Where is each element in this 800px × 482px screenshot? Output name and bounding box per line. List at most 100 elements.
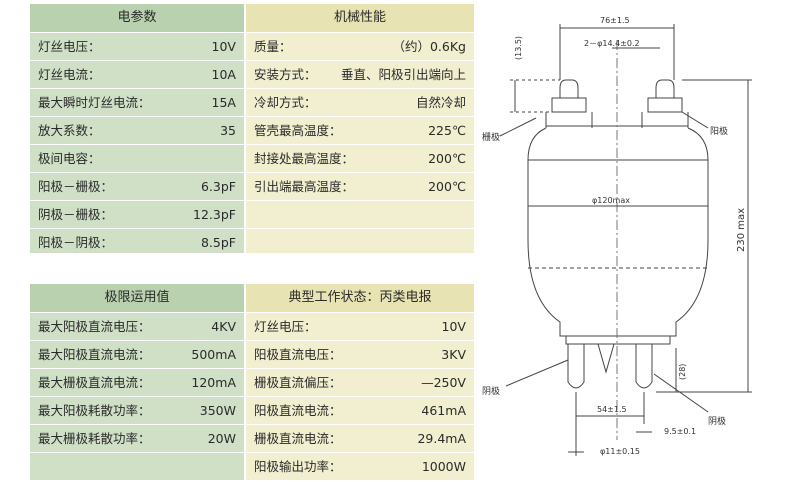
left-top-terminal [559,79,579,99]
row-value: —250V [421,375,466,390]
row-value: 225℃ [428,123,466,138]
center-tip [597,343,615,374]
row-label: 管壳最高温度： [254,123,342,138]
row-label: 最大阳极直流电压： [38,319,151,334]
left-terminal-ring [551,97,587,113]
row-label: 栅极直流电流： [254,431,342,446]
table-row: 阳极直流电流： 461mA [246,396,474,424]
left-cathode-pin [567,344,585,389]
row-label: 阳极输出功率： [254,459,342,474]
table-row: 极间电容： [30,144,244,172]
dim-top-holes: 2－φ14.4±0.2 [584,39,640,48]
table-row: 最大阳极直流电压： 4KV [30,312,244,340]
row-label: 最大阳极直流电流： [38,347,151,362]
table-row: 阳极输出功率： 1000W [246,452,474,480]
dim-top-width: 76±1.5 [600,16,630,25]
row-value: 200℃ [428,179,466,194]
row-label: 极间电容： [38,151,101,166]
tube-base [565,335,671,345]
row-value: 20W [207,431,236,446]
row-value: 461mA [421,403,466,418]
row-value: 10A [211,67,236,82]
table-row: 栅极直流电流： 29.4mA [246,424,474,452]
table-row: 最大阳极直流电流： 500mA [30,340,244,368]
row-value: 350W [199,403,236,418]
dim-side-pin: 9.5±0.1 [664,427,696,436]
row-value: 4KV [211,319,236,334]
right-top-terminal [655,79,675,99]
table-row: 引出端最高温度： 200℃ [246,172,474,200]
row-value: 1000W [421,459,466,474]
table-row: 最大阳极耗散功率： 350W [30,396,244,424]
row-value: 120mA [191,375,236,390]
table-row: 封接处最高温度：200℃ [246,144,474,172]
label-grid: 栅极 [482,131,500,143]
table-row: 冷却方式： 自然冷却 [246,88,474,116]
row-value: 500mA [191,347,236,362]
dim-pin-length: (28) [678,364,687,380]
row-label: 最大瞬时灯丝电流： [38,95,151,110]
row-label: 质量： [254,39,292,54]
table-row: 阴极－栅极：12.3pF [30,200,244,228]
row-value: 垂直、阳极引出端向上 [340,67,466,82]
table-row: 灯丝电压： 10V [246,312,474,340]
row-label: 安装方式： [254,67,317,82]
typical-operation-table: 典型工作状态：丙类电报 灯丝电压： 10V 阳极直流电压： 3KV 栅极直流偏压： —25… [246,284,474,480]
right-cathode-pin [635,344,653,389]
label-anode: 阳极 [710,125,728,137]
table-row: 放大系数： 35 [30,116,244,144]
dim-body-diameter: φ120max [592,196,630,205]
row-value: （约）0.6Kg [392,39,466,54]
table-row: 灯丝电压： 10V [30,32,244,60]
row-value: 自然冷却 [415,95,466,110]
row-value: 10V [441,319,466,334]
table-row: 安装方式： 垂直、阳极引出端向上 [246,60,474,88]
row-value: 35 [220,123,236,138]
table-row: 管壳最高温度： 225℃ [246,116,474,144]
dim-pin-diameter: φ11±0.15 [600,447,640,456]
right-terminal-ring [647,97,683,113]
tube-outline-drawing: 76±1.5 2－φ14.4±0.2 (13.5) φ120max 230 ma… [482,16,752,456]
table-row: 最大栅极耗散功率：20W [30,424,244,452]
table-row [246,228,474,256]
row-label: 放大系数： [38,123,101,138]
row-value: 6.3pF [200,179,236,194]
electrical-params-rows: 灯丝电压： 10V 灯丝电流： 10A 最大瞬时灯丝电流： 15A 放大系数： 35 极间电容：… [30,32,244,256]
row-label: 阳极直流电压： [254,347,342,362]
row-label: 灯丝电压： [254,319,317,334]
row-label: 阳极－栅极： [38,179,114,194]
label-cathode-right: 阴极 [708,415,726,427]
row-value: 15A [211,95,236,110]
dim-total-height: 230 max [736,208,747,252]
table-row [30,452,244,480]
row-label: 最大阳极耗散功率： [38,403,151,418]
row-label: 灯丝电流： [38,67,101,82]
table-row: 阳极－阴极： 8.5pF [30,228,244,256]
row-value: 3KV [441,347,466,362]
tube-body [527,127,709,337]
row-label: 阳极直流电流： [254,403,342,418]
table-row: 栅极直流偏压： —250V [246,368,474,396]
row-label: 引出端最高温度： [254,179,355,194]
mechanical-props-rows: 质量： （约）0.6Kg 安装方式： 垂直、阳极引出端向上冷却方式： 自然冷却管壳最高温… [246,32,474,256]
row-label: 阳极－阴极： [38,235,114,250]
table-row: 质量： （约）0.6Kg [246,32,474,60]
row-label: 冷却方式： [254,95,317,110]
row-value: 10V [211,39,236,54]
label-cathode-left: 阴极 [482,385,500,397]
table-row: 灯丝电流： 10A [30,60,244,88]
typical-operation-header: 典型工作状态：丙类电报 [246,284,474,312]
limit-values-header: 极限运用值 [30,284,244,312]
row-value: 29.4mA [417,431,466,446]
dim-top-height: (13.5) [514,36,523,60]
row-label: 栅极直流偏压： [254,375,342,390]
row-label: 灯丝电压： [38,39,101,54]
table-row: 最大瞬时灯丝电流： 15A [30,88,244,116]
table-row: 阳极－栅极： 6.3pF [30,172,244,200]
dim-pin-spacing: 54±1.5 [597,405,627,414]
row-value: 200℃ [428,151,466,166]
row-value: 8.5pF [200,235,236,250]
